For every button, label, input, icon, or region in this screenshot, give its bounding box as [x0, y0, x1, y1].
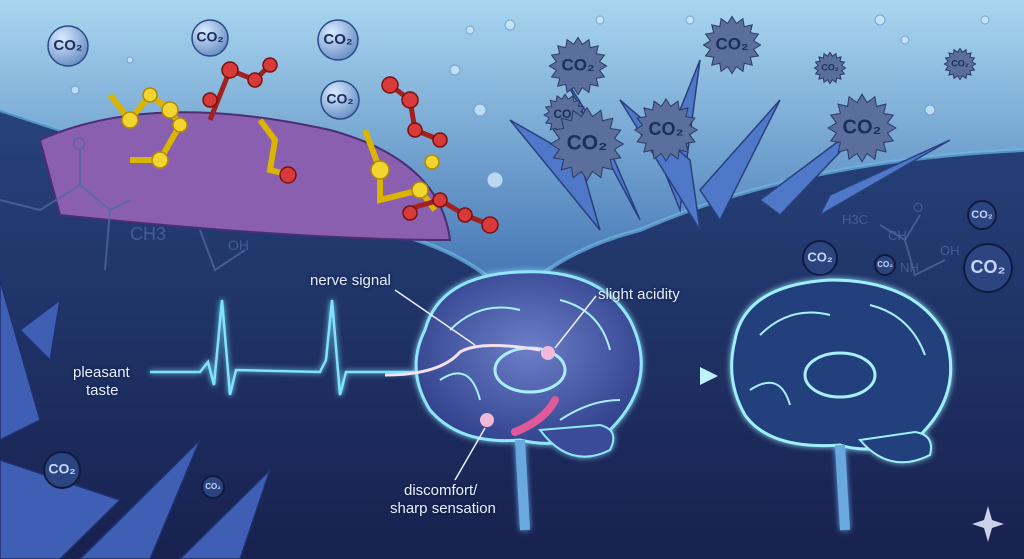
small-bubble: [595, 15, 605, 25]
chem-oh-right: OH: [940, 243, 960, 258]
small-bubble: [486, 171, 504, 189]
co2-bubble: [963, 243, 1013, 293]
chem-o: O: [72, 134, 86, 154]
small-bubble: [874, 14, 886, 26]
small-bubble: [449, 64, 461, 76]
small-bubble: [980, 15, 990, 25]
small-bubble: [70, 85, 80, 95]
sparkle-icon: [972, 506, 1004, 542]
co2-bubble: [201, 475, 225, 499]
co2-label: CO₂: [821, 62, 839, 72]
co2-label: CO₂: [553, 107, 576, 121]
co2-label: CO₂: [326, 91, 353, 107]
small-bubble: [465, 25, 475, 35]
co2-label: CO₂: [951, 58, 969, 68]
small-bubble: [504, 19, 516, 31]
co2-spiky-particle: [633, 97, 699, 163]
brain-right: [730, 278, 953, 531]
co2-spiky-particle: [548, 36, 608, 96]
label-sharp-sensation: sharp sensation: [390, 500, 496, 517]
label-nerve-signal: nerve signal: [310, 272, 391, 289]
co2-spiky-particle: [813, 51, 847, 85]
chem-h3c: H3C: [842, 212, 868, 227]
label-discomfort: discomfort/: [404, 482, 478, 499]
co2-label: CO₂: [877, 260, 893, 269]
discomfort-pathway: [511, 396, 559, 436]
co2-bubble: [967, 200, 997, 230]
crystal-spikes-bottom: [0, 279, 271, 559]
arrow-right-icon: [700, 367, 718, 385]
chem-ch: CH: [888, 228, 907, 243]
co2-bubble: [320, 80, 360, 120]
small-bubble: [685, 15, 695, 25]
chem-o2: O: [913, 200, 923, 215]
discomfort-node: [480, 413, 494, 427]
co2-bubble: [317, 19, 359, 61]
co2-label: CO₂: [561, 55, 594, 74]
red-atoms: [202, 57, 499, 234]
co2-bubble: [47, 25, 89, 67]
label-slight-acidity: slight acidity: [598, 286, 680, 303]
co2-label: CO₂: [205, 482, 221, 491]
co2-bubble: [43, 451, 81, 489]
chemical-structures: [0, 150, 946, 277]
co2-bubble: [191, 19, 229, 57]
signal-pathway: [384, 344, 541, 377]
co2-spiky-particle: [549, 106, 625, 182]
small-bubble: [924, 104, 936, 116]
co2-label: CO₂: [196, 29, 223, 45]
label-taste: taste: [86, 382, 119, 399]
acidity-node: [541, 346, 555, 360]
label-leaders: [394, 289, 597, 481]
co2-bubble: [802, 240, 838, 276]
nerve-signal-waveform: [150, 299, 460, 396]
small-bubble: [473, 103, 487, 117]
label-pleasant: pleasant: [73, 364, 130, 381]
co2-bubble: [874, 254, 896, 276]
chem-nh: NH: [900, 260, 919, 275]
co2-spiky-particle: [943, 47, 977, 81]
co2-spiky-particle: [702, 15, 762, 75]
co2-bubbles: CO₂ CO₂ CO₂ CO₂ CO₂ CO₂ CO₂ CO₂ CO₂ CO₂ CO₂ CO₂ CO₂ C…: [43, 14, 1013, 499]
co2-label: CO₂: [715, 34, 748, 53]
co2-label: CO₂: [53, 37, 82, 54]
red-molecules: [207, 63, 491, 228]
co2-spiky-particle: [827, 93, 897, 163]
small-bubble: [900, 35, 910, 45]
co2-label: CO₂: [323, 31, 352, 48]
co2-label: CO₂: [48, 461, 75, 477]
chem-oh-left: OH: [228, 237, 249, 253]
co2-label: CO₂: [567, 132, 608, 155]
chem-ch3: CH3: [130, 224, 166, 244]
co2-label: CO₂: [843, 116, 882, 138]
small-bubble: [126, 56, 134, 64]
co2-label: CO₂: [971, 257, 1006, 277]
co2-label: CO₂: [971, 209, 993, 221]
co2-label: CO₂: [807, 249, 833, 264]
yellow-atoms: [121, 87, 440, 199]
brain-left: [414, 270, 643, 531]
co2-label: CO₂: [649, 119, 684, 139]
